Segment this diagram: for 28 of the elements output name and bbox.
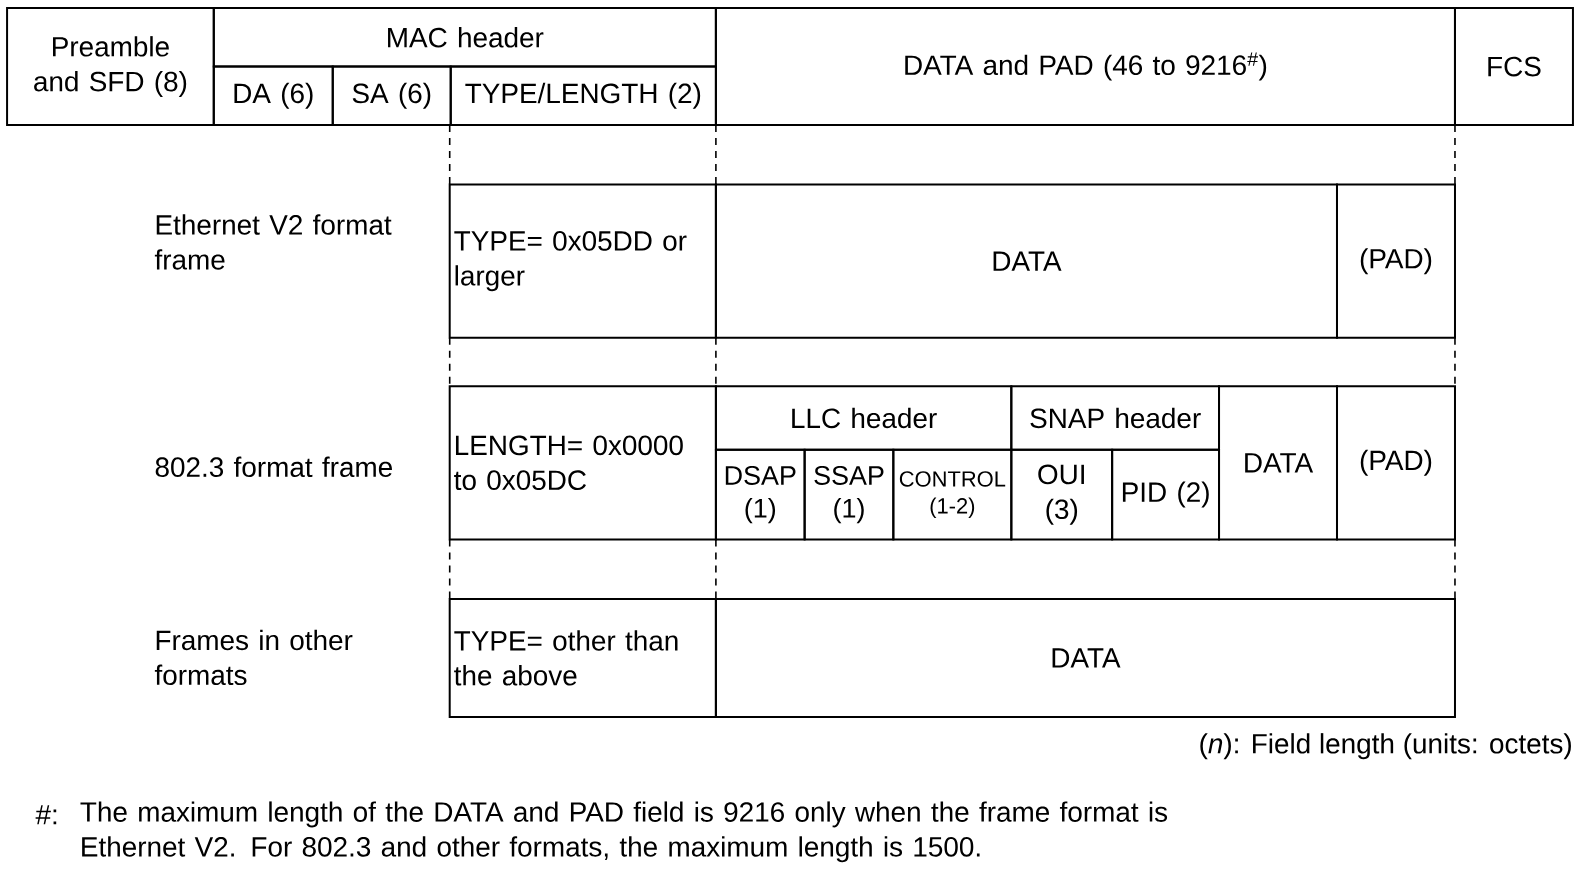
frame-field-cell: DSAP (1) xyxy=(714,448,806,541)
row-label: Ethernet V2 format frame xyxy=(154,214,392,270)
frame-field-cell: LLC header xyxy=(714,385,1013,451)
frame-field-cell: TYPE= other than the above xyxy=(448,597,717,718)
frame-field-cell: CONTROL (1-2) xyxy=(892,448,1013,541)
frame-field-cell: TYPE= 0x05DD or larger xyxy=(448,183,717,339)
row-label: 802.3 format frame xyxy=(155,456,392,477)
frame-field-cell: SNAP header xyxy=(1010,385,1220,451)
frame-field-cell: DATA xyxy=(714,183,1338,339)
frame-field-cell: (PAD) xyxy=(1336,183,1456,339)
frame-field-cell: TYPE/LENGTH (2) xyxy=(449,65,717,126)
footnote-mark: #: xyxy=(35,805,57,825)
frame-field-cell: Preamble and SFD (8) xyxy=(6,6,215,126)
frame-field-cell: MAC header xyxy=(212,7,717,68)
frame-field-cell: DA (6) xyxy=(212,65,334,126)
frame-field-cell: SSAP (1) xyxy=(803,448,895,541)
frame-field-cell: DATA xyxy=(1218,385,1338,541)
frame-field-cell: PID (2) xyxy=(1111,448,1221,541)
frame-field-cell: (PAD) xyxy=(1336,385,1456,541)
footnote: The maximum length of the DATA and PAD field is 9216 only when the frame format is Ethernet V2. For 802.3 and other formats, the maximum length is 1500. xyxy=(80,801,1168,863)
frame-field-cell: DATA xyxy=(714,597,1456,718)
frame-field-cell: OUI (3) xyxy=(1010,448,1114,541)
frame-field-cell: SA (6) xyxy=(331,65,452,126)
note: (n): Field length (units: octets) xyxy=(1200,733,1571,760)
row-label: Frames in other formats xyxy=(154,629,353,685)
frame-field-cell: LENGTH= 0x0000 to 0x05DC xyxy=(448,385,717,541)
frame-field-cell: DATA and PAD (46 to 9216$^{#}$) xyxy=(714,6,1456,126)
frame-field-cell: FCS xyxy=(1453,6,1574,126)
